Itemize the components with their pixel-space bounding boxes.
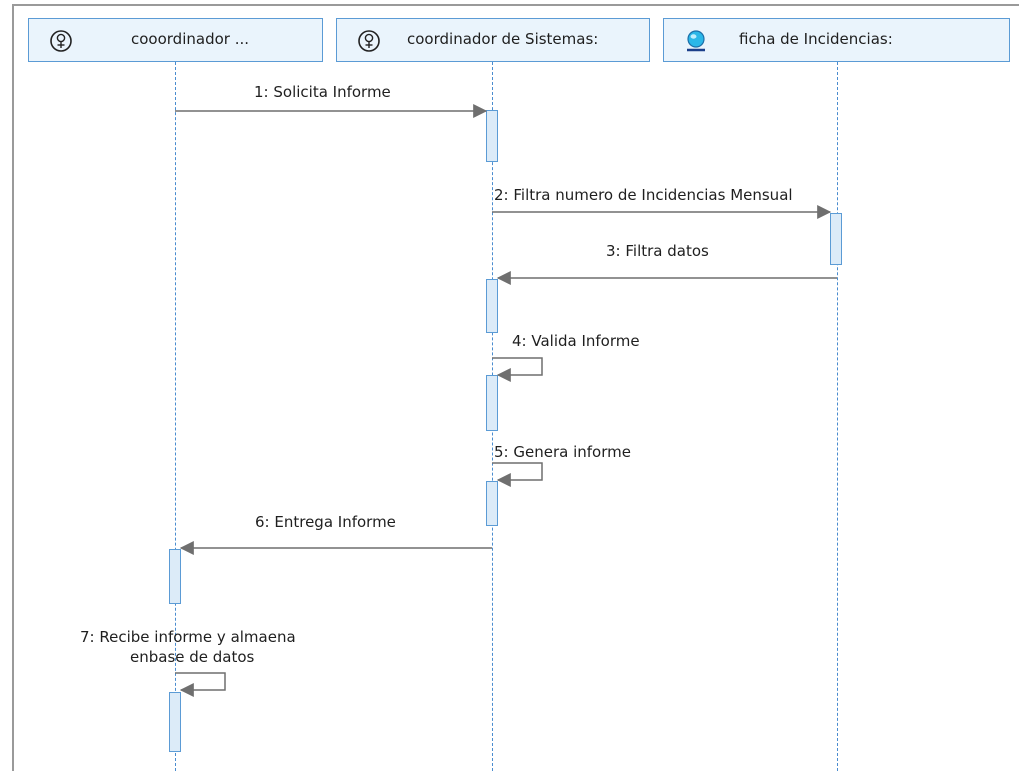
message-arrow-4[interactable] xyxy=(492,357,543,382)
message-arrow-5[interactable] xyxy=(492,462,543,487)
lifeline-header-coordinador[interactable]: cooordinador ... xyxy=(28,18,323,62)
frame-left-border xyxy=(12,4,14,771)
lifeline-ficha-incidencias xyxy=(837,62,838,771)
activation-bar[interactable] xyxy=(169,549,181,604)
lifeline-header-ficha-incidencias[interactable]: ficha de Incidencias: xyxy=(663,18,1010,62)
message-label-6: 6: Entrega Informe xyxy=(255,513,396,531)
frame-top-border xyxy=(12,4,1019,6)
lifeline-label: ficha de Incidencias: xyxy=(739,30,893,48)
message-arrow-7[interactable] xyxy=(175,672,226,697)
actor-icon xyxy=(50,30,72,52)
activation-bar[interactable] xyxy=(169,692,181,752)
actor-icon xyxy=(358,30,380,52)
message-label-1: 1: Solicita Informe xyxy=(254,83,391,101)
message-label-3: 3: Filtra datos xyxy=(606,242,709,260)
lifeline-coordinador xyxy=(175,62,176,771)
activation-bar[interactable] xyxy=(486,481,498,526)
activation-bar[interactable] xyxy=(486,279,498,333)
activation-bar[interactable] xyxy=(486,110,498,162)
message-label-7-line2: enbase de datos xyxy=(130,648,255,666)
message-label-4: 4: Valida Informe xyxy=(512,332,640,350)
entity-icon xyxy=(687,30,705,52)
message-label-2: 2: Filtra numero de Incidencias Mensual xyxy=(494,186,793,204)
lifeline-header-coordinador-sistemas[interactable]: coordinador de Sistemas: xyxy=(336,18,650,62)
message-label-5: 5: Genera informe xyxy=(494,443,631,461)
activation-bar[interactable] xyxy=(830,213,842,265)
activation-bar[interactable] xyxy=(486,375,498,431)
message-label-7-line1: 7: Recibe informe y almaena xyxy=(80,628,296,646)
lifeline-label: cooordinador ... xyxy=(131,30,250,48)
lifeline-label: coordinador de Sistemas: xyxy=(407,30,599,48)
